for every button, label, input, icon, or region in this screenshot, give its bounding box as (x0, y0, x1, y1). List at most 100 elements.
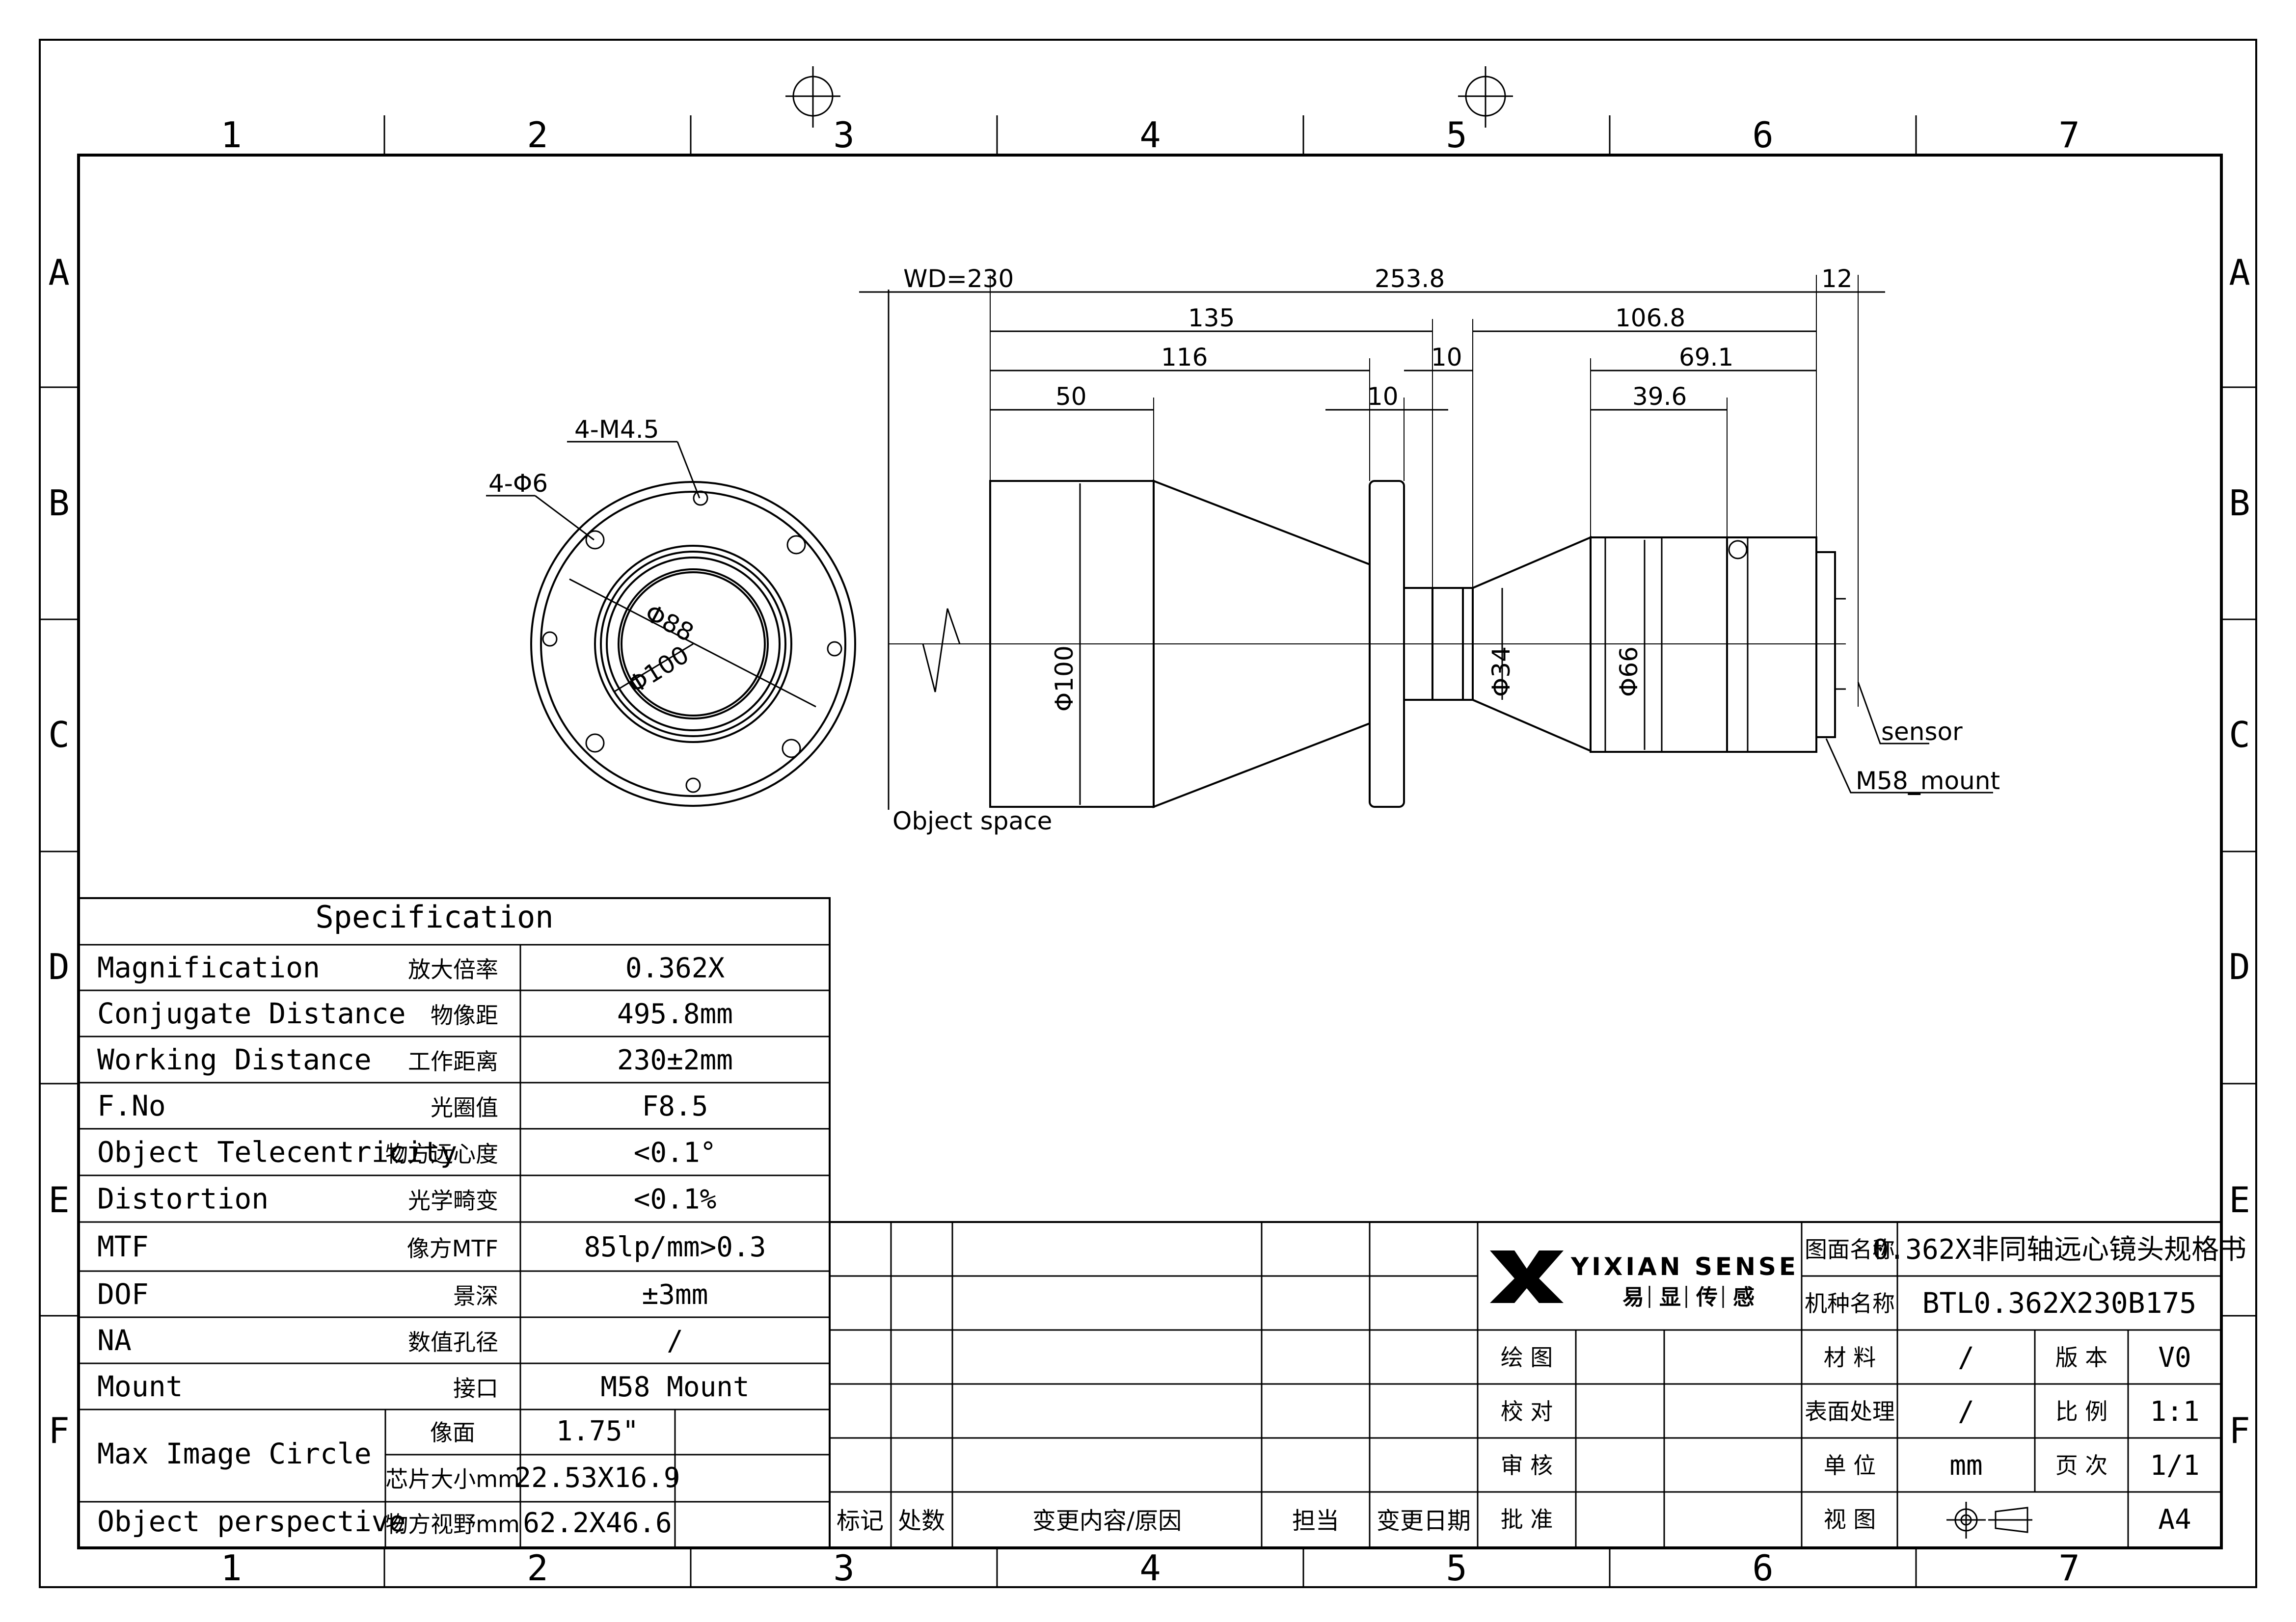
spec-row-cn: 数值孔径 (408, 1329, 498, 1356)
dim-50: 50 (1055, 382, 1087, 411)
page: 1/1 (2150, 1450, 2199, 1482)
spec-row-value: M58 Mount (600, 1371, 749, 1403)
dim-10a: 10 (1431, 343, 1462, 372)
spec-row-value: / (667, 1325, 683, 1357)
row-labels: A B C D E F A B C D E F (48, 252, 2250, 1451)
spec-row-value: F8.5 (642, 1090, 708, 1122)
brand-char: 感 (1733, 1285, 1755, 1310)
drawing-name: 0.362X非同轴远心镜头规格书 (1872, 1234, 2246, 1266)
spec-op-en: Object perspective (97, 1505, 406, 1538)
spec-row-label: Mount (97, 1370, 183, 1403)
unit: mm (1949, 1450, 1982, 1482)
col-label: 7 (2058, 1547, 2080, 1589)
col-label: 5 (1446, 1547, 1467, 1589)
spec-row-value: ±3mm (642, 1279, 708, 1311)
dia-mid: Φ34 (1487, 646, 1515, 697)
dia-rear: Φ66 (1615, 646, 1643, 697)
rev-header: 处数 (898, 1507, 945, 1535)
spec-mic-sub2-label: 芯片大小mm (385, 1466, 520, 1492)
spec-row-cn: 接口 (453, 1375, 498, 1402)
col-label: 3 (833, 114, 854, 156)
model-label: 机种名称 (1805, 1290, 1895, 1317)
spec-row-cn: 光圈值 (431, 1094, 498, 1121)
spec-mic-sub1-label: 像面 (430, 1419, 475, 1446)
row-label: C (48, 714, 69, 755)
row-label: C (2229, 714, 2250, 755)
spec-row-cn: 物像距 (431, 1002, 498, 1029)
centering-mark-icon (785, 66, 840, 128)
dim-116: 116 (1161, 343, 1208, 372)
spec-row-cn: 放大倍率 (408, 957, 498, 983)
spec-row-label: Object Telecentricity (97, 1136, 457, 1169)
row-label: B (2229, 482, 2250, 524)
page-label: 页 次 (2055, 1452, 2108, 1479)
grid-ticks (40, 115, 2256, 1587)
scale-label: 比 例 (2055, 1398, 2108, 1425)
spec-row-label: Conjugate Distance (97, 997, 406, 1030)
surface-label: 表面处理 (1805, 1398, 1895, 1425)
spec-mic-sub1-val: 1.75" (556, 1415, 639, 1447)
spec-row-label: MTF (97, 1230, 149, 1263)
centering-mark-icon (1458, 66, 1513, 128)
paper-size: A4 (2158, 1504, 2191, 1536)
outer-border (39, 39, 2257, 1588)
surface: / (1958, 1396, 1974, 1428)
brand-char: 传 (1696, 1285, 1718, 1310)
scale: 1:1 (2150, 1396, 2199, 1428)
spec-row-cn: 景深 (453, 1283, 498, 1309)
col-label: 3 (833, 1547, 854, 1589)
front-view: 4-M4.5 4-Φ6 Φ88 Φ100 (486, 415, 856, 807)
material: / (1958, 1342, 1974, 1374)
sign-row-label: 校 对 (1501, 1398, 1553, 1425)
spec-row-label: Magnification (97, 951, 320, 984)
spec-row-label: DOF (97, 1277, 149, 1311)
row-label: D (2229, 946, 2250, 987)
inner-border (77, 154, 2223, 1549)
col-label: 5 (1446, 114, 1467, 156)
spec-op-cn: 物方视野mm (385, 1511, 520, 1538)
spec-row-value: 230±2mm (617, 1044, 733, 1076)
row-label: A (48, 252, 69, 293)
column-labels: 1 2 3 4 5 6 7 1 2 3 4 5 6 7 (220, 114, 2080, 1589)
spec-mic-en: Max Image Circle (97, 1437, 372, 1470)
col-label: 2 (527, 114, 548, 156)
material-label: 材 料 (1824, 1344, 1876, 1371)
mount-label: M58_mount (1856, 767, 2000, 795)
sign-row-label: 批 准 (1501, 1506, 1553, 1533)
col-label: 2 (527, 1547, 548, 1589)
dim-total: 253.8 (1375, 265, 1445, 293)
spec-row-value: <0.1° (634, 1137, 717, 1169)
spec-op-val: 62.2X46.6 (523, 1507, 672, 1539)
spec-row-label: F.No (97, 1089, 166, 1122)
sensor-label: sensor (1881, 718, 1963, 746)
rev-header: 变更内容/原因 (1032, 1507, 1182, 1535)
col-label: 1 (220, 1547, 242, 1589)
row-label: B (48, 482, 69, 524)
spec-row-label: Working Distance (97, 1043, 372, 1076)
version-label: 版 本 (2055, 1344, 2108, 1371)
spec-row-cn: 物方远心度 (385, 1141, 498, 1168)
drawing-name-label: 图面名称 (1805, 1236, 1895, 1263)
dia-front: Φ100 (1050, 645, 1079, 712)
row-label: F (2229, 1410, 2250, 1451)
spec-row-cn: 工作距离 (408, 1048, 498, 1075)
sign-row-label: 绘 图 (1501, 1344, 1553, 1371)
rev-header: 变更日期 (1377, 1507, 1471, 1535)
dim-135: 135 (1188, 304, 1235, 332)
row-label: E (48, 1179, 69, 1221)
spec-row-label: NA (97, 1324, 132, 1357)
row-label: A (2229, 252, 2250, 293)
dia-inner: Φ88 (640, 598, 698, 647)
title-block: 标记 处数 变更内容/原因 担当 变更日期 YIXIAN SENSE 易 显 传… (829, 1221, 2246, 1549)
view-label: 视 图 (1824, 1506, 1876, 1533)
col-label: 1 (220, 114, 242, 156)
projection-symbol-icon (1946, 1502, 2032, 1539)
row-label: F (48, 1410, 69, 1451)
spec-row-value: 0.362X (625, 953, 725, 984)
version: V0 (2158, 1342, 2191, 1374)
brand-char: 显 (1659, 1285, 1681, 1310)
label-holes-d: 4-Φ6 (488, 469, 548, 498)
label-holes-m: 4-M4.5 (574, 415, 659, 444)
